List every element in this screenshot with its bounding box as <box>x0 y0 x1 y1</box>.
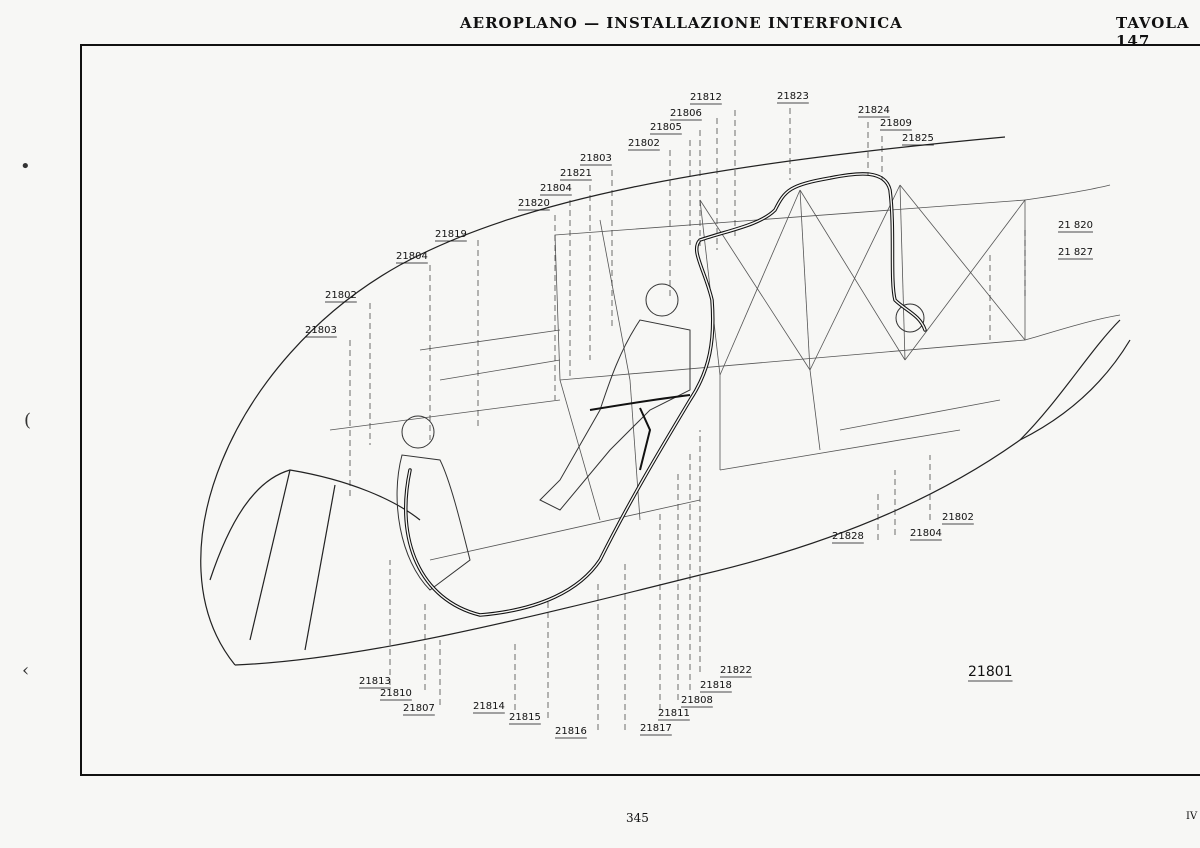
crew-figures <box>396 283 925 591</box>
callout-label: 21817 <box>640 723 672 734</box>
callout-label: 21804 <box>396 251 428 262</box>
fuselage-structure <box>329 184 1121 561</box>
callout-labels: 21812 21823 21806 21824 21805 21809 2182… <box>305 91 1093 739</box>
callout-label: 21824 <box>858 105 890 116</box>
callout-label: 21819 <box>435 229 467 240</box>
callout-label: 21822 <box>720 665 752 676</box>
volume-number: IV <box>1186 811 1198 822</box>
intercom-cable <box>404 172 927 617</box>
assembly-label: 21801 <box>968 664 1013 680</box>
callout-label: 21818 <box>700 680 732 691</box>
binding-hole-mark: ‹ <box>22 660 30 681</box>
intercom-branch-cable <box>589 394 691 471</box>
callout-label: 21803 <box>580 153 612 164</box>
binding-hole-mark: • <box>20 156 31 177</box>
callout-label: 21825 <box>902 133 934 144</box>
callout-label: 21828 <box>832 531 864 542</box>
callout-label: 21 820 <box>1058 220 1093 231</box>
callout-label: 21812 <box>690 92 722 103</box>
callout-label: 21814 <box>473 701 505 712</box>
fuselage-outline <box>200 136 1131 666</box>
callout-label: 21804 <box>540 183 572 194</box>
binding-hole-mark: ( <box>24 410 32 431</box>
callout-label: 21804 <box>910 528 942 539</box>
callout-label: 21809 <box>880 118 912 129</box>
callout-label: 21811 <box>658 708 690 719</box>
callout-label: 21813 <box>359 676 391 687</box>
callout-label: 21816 <box>555 726 587 737</box>
callout-label: 21807 <box>403 703 435 714</box>
callout-label: 21810 <box>380 688 412 699</box>
callout-label: 21802 <box>628 138 660 149</box>
callout-label: 21806 <box>670 108 702 119</box>
callout-label: 21820 <box>518 198 550 209</box>
callout-label: 21 827 <box>1058 247 1093 258</box>
callout-label: 21815 <box>509 712 541 723</box>
callout-label: 21823 <box>777 91 809 102</box>
callout-label: 21802 <box>325 290 357 301</box>
callout-label: 21821 <box>560 168 592 179</box>
page-title: AEROPLANO — INSTALLAZIONE INTERFONICA <box>460 14 903 32</box>
callout-label: 21803 <box>305 325 337 336</box>
callout-leader-lines <box>349 108 1026 730</box>
page-number: 345 <box>626 811 649 825</box>
callout-label: 21802 <box>942 512 974 523</box>
drawing-frame <box>80 44 1200 776</box>
callout-label: 21805 <box>650 122 682 133</box>
callout-label: 21808 <box>681 695 713 706</box>
